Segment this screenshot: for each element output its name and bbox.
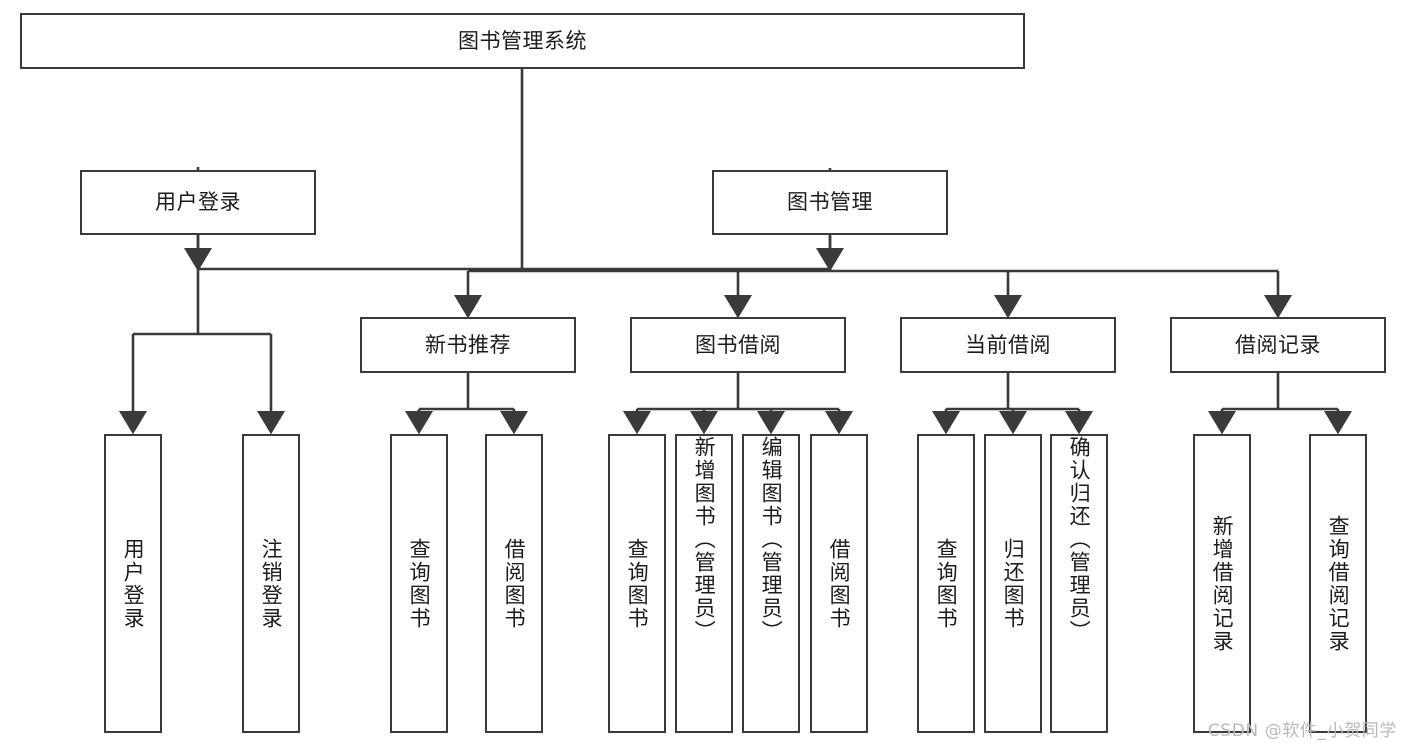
leaf-return-book[interactable]: 归还图书 (984, 434, 1042, 733)
leaf-add-borrow-record[interactable]: 新增借阅记录 (1193, 434, 1251, 733)
node-book-borrow-label: 图书借阅 (695, 332, 781, 357)
leaf-confirm-return-admin[interactable]: 确认归还（管理员） (1050, 434, 1108, 733)
leaf-borrow-query-book[interactable]: 查询图书 (608, 434, 666, 733)
node-user-login[interactable]: 用户登录 (80, 170, 316, 235)
node-borrow-record[interactable]: 借阅记录 (1170, 317, 1386, 373)
node-book-borrow[interactable]: 图书借阅 (630, 317, 846, 373)
leaf-new-book-borrow-label: 借阅图书 (502, 537, 527, 630)
leaf-confirm-return-admin-label: 确认归还（管理员） (1067, 436, 1092, 643)
leaf-logout[interactable]: 注销登录 (242, 434, 300, 733)
leaf-edit-book-admin-label: 编辑图书（管理员） (759, 436, 784, 643)
leaf-current-query-book-label: 查询图书 (934, 537, 959, 630)
node-current-borrow[interactable]: 当前借阅 (900, 317, 1116, 373)
node-root-label: 图书管理系统 (458, 28, 587, 53)
leaf-add-book-admin[interactable]: 新增图书（管理员） (675, 434, 733, 733)
leaf-borrow-book-label: 借阅图书 (827, 537, 852, 630)
leaf-logout-label: 注销登录 (259, 537, 284, 630)
watermark: CSDN @软件_小贺同学 (1207, 721, 1397, 741)
node-book-manage[interactable]: 图书管理 (712, 170, 948, 235)
leaf-user-login-label: 用户登录 (121, 537, 146, 630)
node-borrow-record-label: 借阅记录 (1235, 332, 1321, 357)
leaf-add-book-admin-label: 新增图书（管理员） (692, 436, 717, 643)
leaf-borrow-book[interactable]: 借阅图书 (810, 434, 868, 733)
leaf-user-login[interactable]: 用户登录 (104, 434, 162, 733)
node-new-book-recommend-label: 新书推荐 (425, 332, 511, 357)
leaf-return-book-label: 归还图书 (1001, 537, 1026, 630)
node-root[interactable]: 图书管理系统 (20, 13, 1025, 69)
leaf-new-book-query[interactable]: 查询图书 (390, 434, 448, 733)
node-new-book-recommend[interactable]: 新书推荐 (360, 317, 576, 373)
leaf-query-borrow-record[interactable]: 查询借阅记录 (1309, 434, 1367, 733)
leaf-query-borrow-record-label: 查询借阅记录 (1326, 514, 1351, 653)
node-book-manage-label: 图书管理 (787, 190, 873, 215)
leaf-edit-book-admin[interactable]: 编辑图书（管理员） (742, 434, 800, 733)
leaf-new-book-query-label: 查询图书 (407, 537, 432, 630)
leaf-current-query-book[interactable]: 查询图书 (917, 434, 975, 733)
node-user-login-label: 用户登录 (155, 190, 241, 215)
leaf-new-book-borrow[interactable]: 借阅图书 (485, 434, 543, 733)
node-current-borrow-label: 当前借阅 (965, 332, 1051, 357)
leaf-add-borrow-record-label: 新增借阅记录 (1210, 514, 1235, 653)
leaf-borrow-query-book-label: 查询图书 (625, 537, 650, 630)
